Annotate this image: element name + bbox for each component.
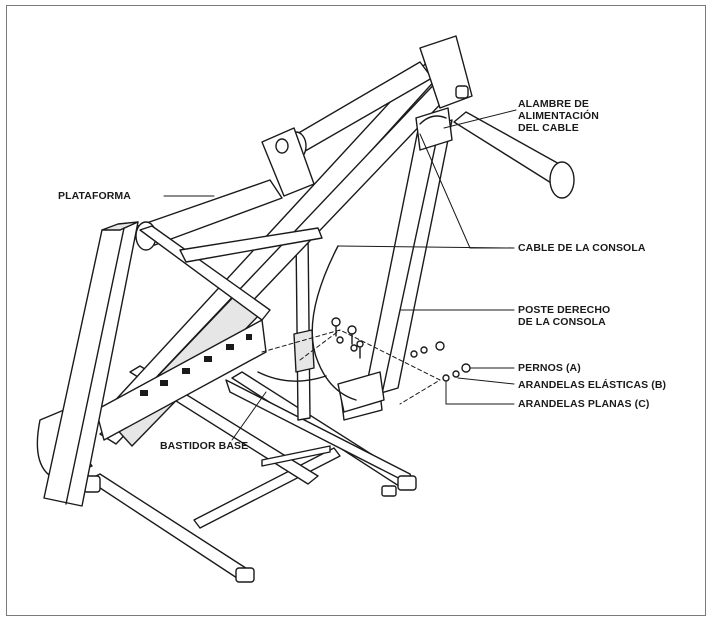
bolt-group-left [331,317,364,359]
label-power-wire-line-3: DEL CABLE [518,122,579,134]
label-power-wire: ALAMBRE DE ALIMENTACIÓN DEL CABLE [518,98,599,134]
label-right-post-line-2: DE LA CONSOLA [518,316,606,328]
label-lock-washers: ARANDELAS ELÁSTICAS (B) [518,379,667,391]
label-flat-washers: ARANDELAS PLANAS (C) [518,398,650,410]
label-power-wire-line-2: ALIMENTACIÓN [518,110,599,122]
label-platform: PLATAFORMA [58,190,131,202]
label-power-wire-line-1: ALAMBRE DE [518,98,589,110]
label-bolts: PERNOS (A) [518,362,581,374]
console-cable [311,245,357,401]
base-cable [257,371,327,382]
left-upright-drawing [43,221,139,507]
mounting-plane [261,329,441,405]
label-console-cable: CABLE DE LA CONSOLA [518,242,646,254]
hardware-drawing [331,317,471,382]
right-console-post-drawing [337,107,575,413]
leader-lines [163,109,517,441]
label-right-post-line-1: POSTE DERECHO [518,304,611,316]
label-right-post: POSTE DERECHO DE LA CONSOLA [518,304,610,328]
label-base-frame: BASTIDOR BASE [160,440,249,452]
handrail-drawing [139,225,323,321]
base-frame-drawing [83,231,417,583]
bolt-group-right [410,341,471,382]
